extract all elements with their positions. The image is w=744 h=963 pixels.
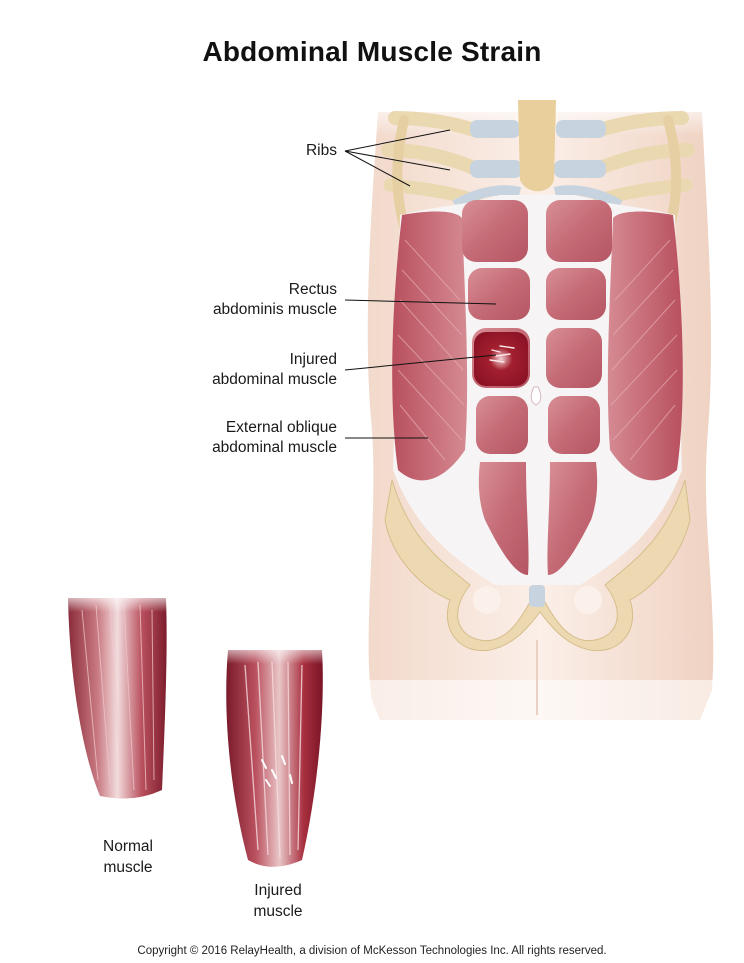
sternum <box>518 100 556 192</box>
pelvis <box>384 479 691 652</box>
injured-muscle-illustration <box>222 640 330 867</box>
label-external-oblique: External oblique abdominal muscle <box>212 419 337 456</box>
caption-normal-muscle: Normal muscle <box>103 838 153 876</box>
copyright-notice: Copyright © 2016 RelayHealth, a division… <box>137 945 607 957</box>
normal-muscle-illustration <box>62 590 172 799</box>
label-rectus-abdominis: Rectus abdominis muscle <box>212 281 337 318</box>
external-oblique-muscle <box>392 211 683 481</box>
caption-injured-muscle: Injured muscle <box>253 882 303 920</box>
costal-cartilage <box>452 120 623 210</box>
page-title: Abdominal Muscle Strain <box>202 36 542 67</box>
navel-icon <box>530 386 542 406</box>
leader-lines <box>344 129 497 439</box>
label-injured-abdominal: Injured abdominal muscle <box>212 351 337 388</box>
label-ribs: Ribs <box>305 142 337 159</box>
injured-area <box>474 332 528 386</box>
